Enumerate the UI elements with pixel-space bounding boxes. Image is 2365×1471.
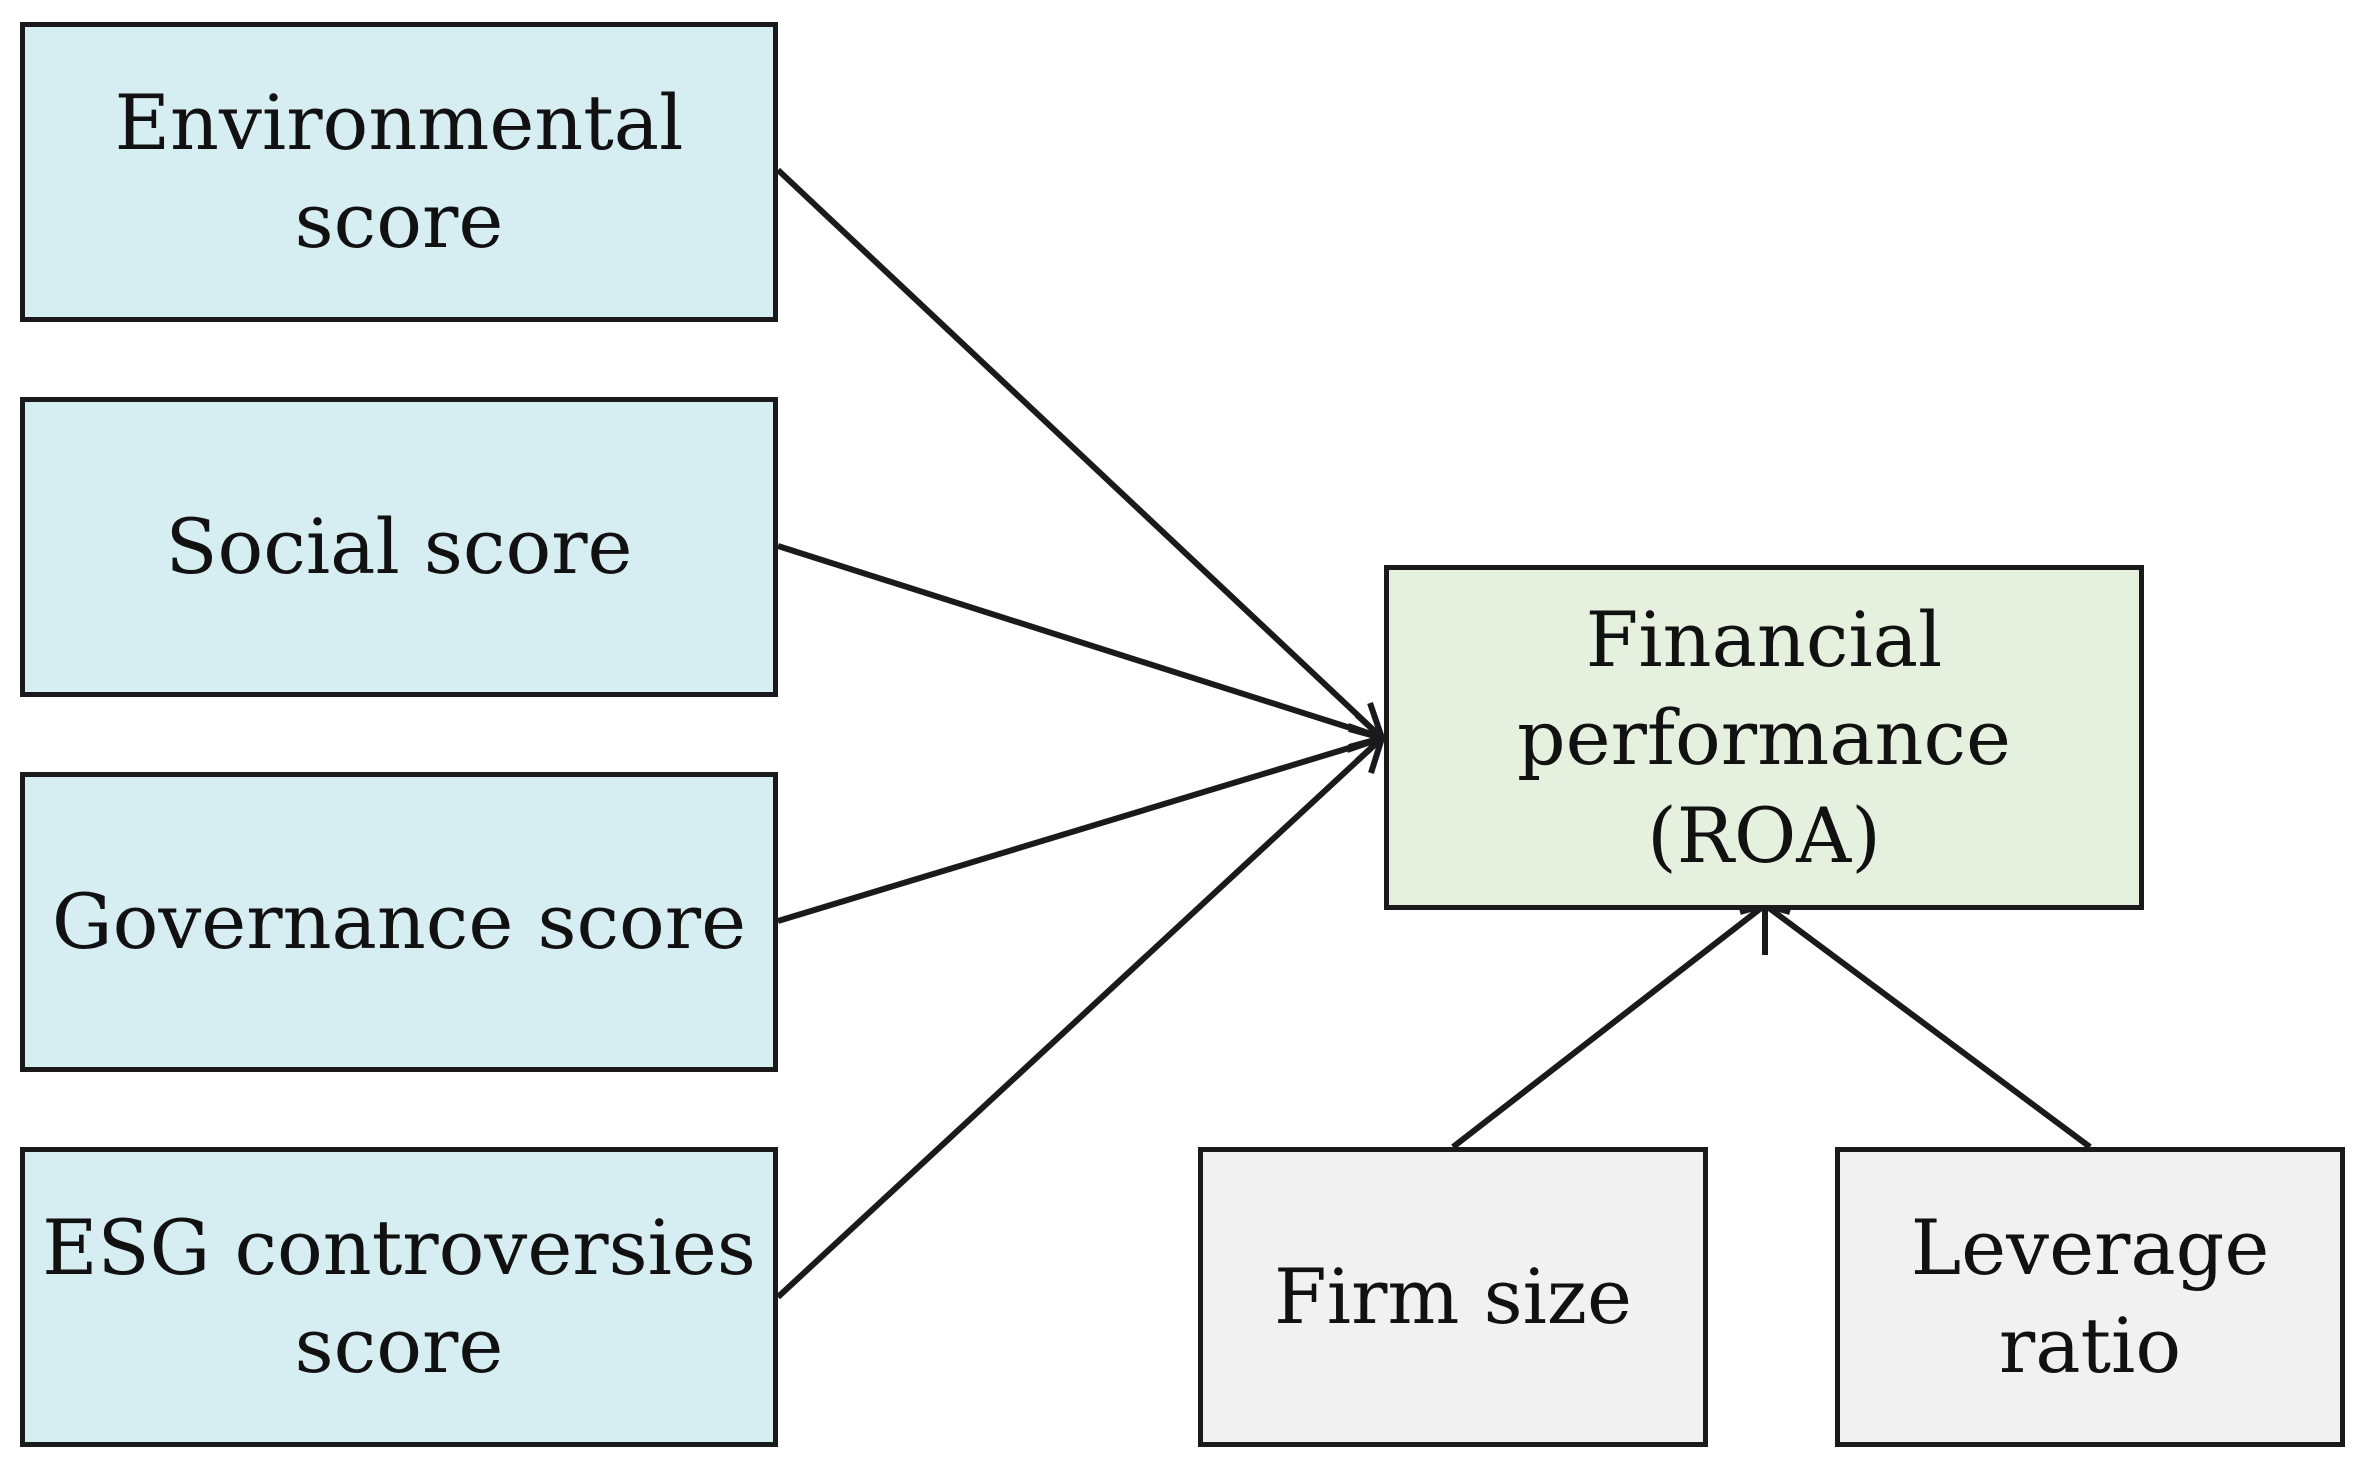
firm-size-box: Firm size [1198,1147,1708,1447]
esg-controversies-score-box: ESG controversies score [20,1147,778,1447]
arrowhead-governance [1348,726,1389,764]
arrow-environmental-to-roa [775,167,1385,741]
social-score-box: Social score [20,397,778,697]
arrow-governance-to-roa [777,735,1383,924]
firm-size-label: Firm size [1274,1252,1632,1341]
financial-performance-box: Financial performance (ROA) [1384,565,2144,910]
environmental-score-box: Environmental score [20,22,778,322]
arrowhead-environmental [1347,702,1387,743]
arrowhead-social [1348,712,1389,750]
leverage-ratio-box: Leverage ratio [1835,1147,2345,1447]
leverage-ratio-label: Leverage ratio [1910,1203,2270,1390]
arrow-firm-size-to-roa [1451,902,1767,1150]
financial-performance-label: Financial performance (ROA) [1516,594,2012,880]
arrowhead-controls [1739,901,1791,955]
environmental-score-label: Environmental score [114,78,684,265]
esg-controversies-score-label: ESG controversies score [42,1203,756,1390]
arrow-social-to-roa [777,543,1383,741]
arrow-leverage-to-roa [1763,902,2092,1150]
governance-score-label: Governance score [51,877,747,966]
arrowhead-esg-controversies [1346,733,1387,774]
governance-score-box: Governance score [20,772,778,1072]
social-score-label: Social score [165,502,633,591]
